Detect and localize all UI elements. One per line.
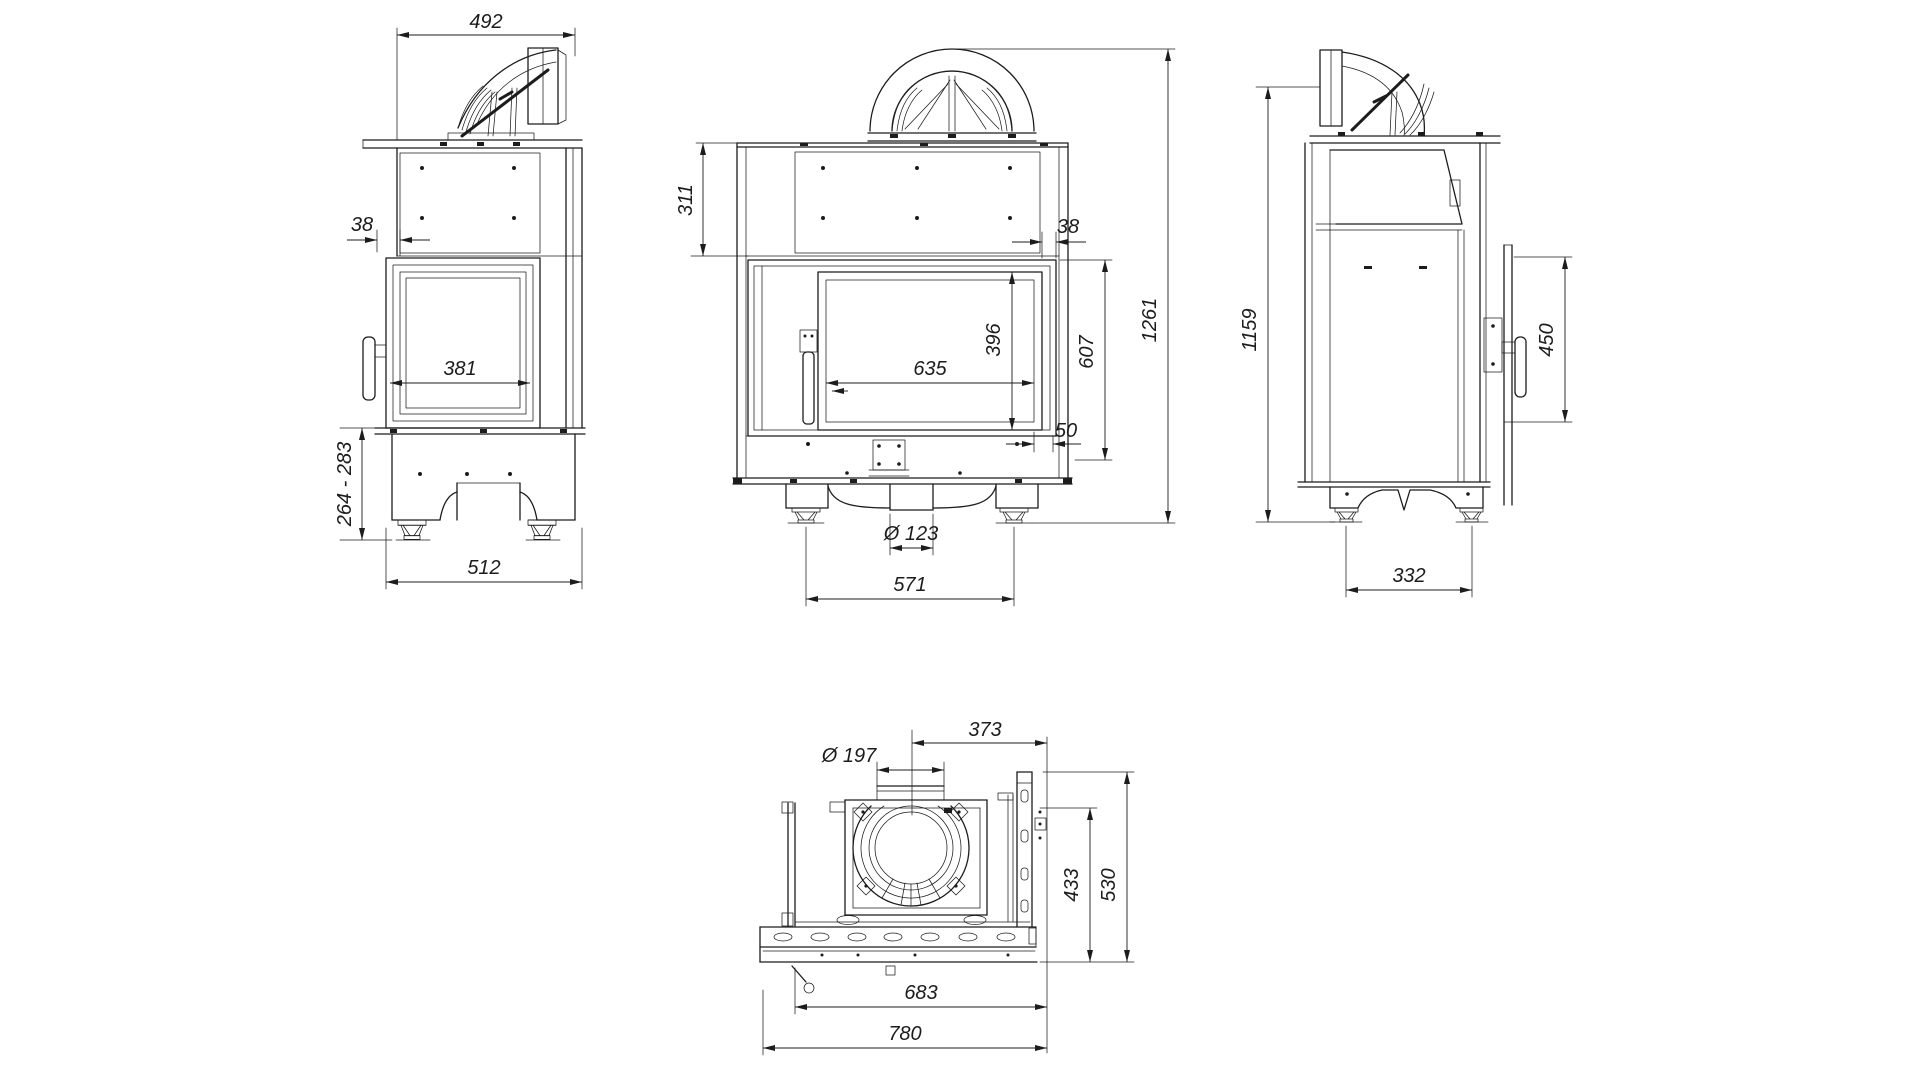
flue-dome <box>867 48 1037 142</box>
dim-overall-height: 1261 <box>951 48 1176 524</box>
dim-feet-spacing-front-label: 571 <box>893 574 926 596</box>
top-view: 373 Ø 197 433 530 683 780 <box>759 719 1135 1056</box>
dim-overall-height-label: 1261 <box>1139 298 1161 343</box>
dim-front-gap: 38 <box>347 214 430 257</box>
foot <box>999 507 1029 524</box>
dim-feet-spacing-front: 571 <box>805 526 1015 607</box>
dim-base-height-range: 264 - 283 <box>334 427 393 541</box>
dim-frame-gap-label: 38 <box>1057 216 1079 238</box>
dim-hood-panel-height-label: 311 <box>675 184 697 216</box>
front-base <box>732 435 1073 524</box>
dim-body-depth-label: 433 <box>1061 868 1083 901</box>
elbow-duct <box>1319 49 1435 137</box>
dim-glass-height: 396 <box>983 272 1015 430</box>
dim-bottom-depth-label: 512 <box>467 557 500 579</box>
dim-front-gap-label: 38 <box>351 214 373 236</box>
dim-air-inlet-diameter-label: Ø 123 <box>883 523 938 545</box>
door-hinge <box>799 329 818 353</box>
dim-frame-gap: 38 <box>1012 216 1086 259</box>
left-side-view: 492 38 381 264 - 283 512 <box>334 11 586 590</box>
dim-top-depth-label: 492 <box>469 11 502 33</box>
dim-base-height-range-label: 264 - 283 <box>334 442 356 528</box>
dim-glass-width: 635 <box>826 358 1034 386</box>
right-base <box>1297 481 1491 523</box>
side-base <box>374 427 586 541</box>
dim-overall-width-label: 780 <box>888 1023 921 1045</box>
foot <box>791 507 821 524</box>
dim-flue-offset: 373 <box>912 719 1048 1054</box>
dim-feet-spacing-right: 332 <box>1345 525 1473 598</box>
dim-hood-panel-height: 311 <box>675 142 749 257</box>
side-glass-door <box>362 257 541 429</box>
dim-flue-offset-label: 373 <box>968 719 1001 741</box>
right-body <box>1304 132 1527 506</box>
dim-top-depth: 492 <box>396 11 576 141</box>
door-handle-right <box>1514 336 1527 398</box>
dim-side-glass-width-label: 381 <box>443 358 476 380</box>
front-door <box>747 259 1057 437</box>
foot <box>1334 507 1359 523</box>
dim-body-height: 1159 <box>1239 86 1336 523</box>
lock-lever-knob <box>803 982 815 994</box>
door-handle <box>362 336 376 401</box>
dim-door-height-label: 607 <box>1076 334 1098 368</box>
damper-assembly <box>447 47 567 141</box>
dim-bottom-gap: 50 <box>1006 420 1081 453</box>
side-body <box>362 139 583 429</box>
front-body <box>736 142 1069 479</box>
dim-body-height-label: 1159 <box>1239 308 1261 351</box>
dim-glass-height-label: 396 <box>983 322 1005 356</box>
dim-flue-diameter: Ø 197 <box>821 745 945 779</box>
lock-lever <box>791 965 807 983</box>
dim-bottom-gap-label: 50 <box>1055 420 1077 442</box>
foot <box>397 519 427 540</box>
dim-overall-depth-label: 530 <box>1098 868 1120 901</box>
dim-overall-width: 780 <box>762 989 1047 1056</box>
dim-handle-height-label: 450 <box>1536 323 1558 356</box>
foot <box>1459 507 1484 523</box>
dim-overall-depth: 530 <box>1039 771 1135 963</box>
dim-air-inlet-diameter: Ø 123 <box>883 513 938 556</box>
dim-door-height: 607 <box>1059 259 1113 461</box>
dim-body-width-label: 683 <box>904 982 937 1004</box>
dim-body-depth: 433 <box>1039 807 1098 962</box>
dim-side-glass-width: 381 <box>390 358 530 386</box>
dim-flue-diameter-label: Ø 197 <box>821 745 877 767</box>
front-view: 311 38 635 396 607 1261 <box>675 48 1176 607</box>
top-body <box>759 771 1047 994</box>
dim-bottom-depth: 512 <box>385 527 583 590</box>
right-side-view: 1159 450 332 <box>1239 49 1573 598</box>
dim-feet-spacing-right-label: 332 <box>1392 565 1425 587</box>
dim-glass-width-label: 635 <box>913 358 947 380</box>
foot <box>527 519 557 540</box>
dim-body-width: 683 <box>794 967 1047 1015</box>
dim-handle-height: 450 <box>1503 256 1573 423</box>
door-hinge-bar <box>802 351 815 425</box>
